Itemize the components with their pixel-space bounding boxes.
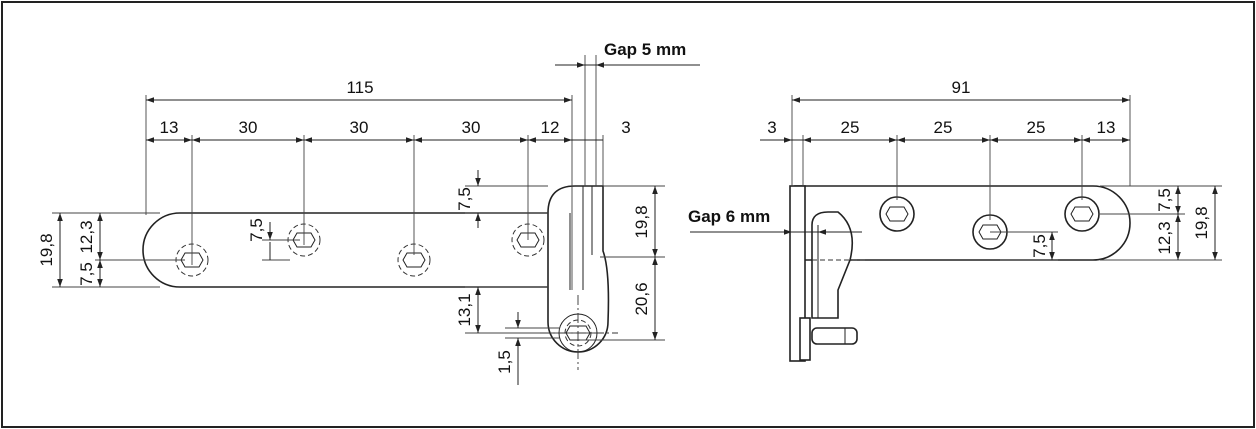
right-pin-washer — [799, 317, 811, 361]
hole-offset-extension — [262, 239, 300, 261]
left-knuckle-inner-lines — [569, 186, 593, 290]
dim-top-offset-label: 7,5 — [455, 187, 474, 211]
right-knuckle — [811, 211, 854, 319]
dim-25-a-label: 25 — [841, 118, 860, 137]
dim-right-12-3-label: 12,3 — [1155, 221, 1174, 254]
dim-right-13-label: 13 — [1097, 118, 1116, 137]
gap-6-label: Gap 6 mm — [688, 207, 770, 226]
dim-25-b-label: 25 — [934, 118, 953, 137]
dim-right-top-offset-label: 7,5 — [1155, 188, 1174, 212]
right-leaf-plate — [794, 185, 1131, 261]
dim-115-label: 115 — [346, 78, 373, 97]
dim-7-5-left-label: 7,5 — [77, 262, 96, 286]
left-knuckle — [547, 185, 610, 353]
left-side-extension-lines — [52, 212, 185, 288]
dim-12-3-left-label: 12,3 — [77, 220, 96, 253]
dim-19-8-right-label: 19,8 — [632, 205, 651, 238]
gap-5-label: Gap 5 mm — [604, 40, 686, 59]
right-hole-1 — [879, 196, 915, 232]
lower-extension-lines — [465, 286, 600, 339]
dim-30-a-label: 30 — [239, 118, 258, 137]
dim-right-hole-offset-label: 7,5 — [1030, 234, 1049, 258]
top-offset-extension — [465, 185, 548, 214]
dim-13-label: 13 — [160, 118, 179, 137]
left-hole-extension-lines — [191, 135, 529, 265]
right-pin — [811, 327, 858, 345]
dim-1-5-label: 1,5 — [495, 350, 514, 374]
left-leaf-plate — [142, 212, 581, 288]
dim-25-c-label: 25 — [1027, 118, 1046, 137]
right-hole-3 — [1064, 196, 1100, 232]
right-side-extension-lines — [1100, 185, 1222, 261]
left-edge-extension-lines — [145, 55, 604, 290]
dim-right-19-8-label: 19,8 — [1192, 206, 1211, 239]
dim-91-label: 91 — [952, 78, 971, 97]
left-pivot-centerlines — [540, 295, 618, 370]
dim-19-8-left-label: 19,8 — [37, 233, 56, 266]
dim-20-6-label: 20,6 — [632, 282, 651, 315]
dim-30-b-label: 30 — [350, 118, 369, 137]
dim-30-c-label: 30 — [462, 118, 481, 137]
right-hinge-view: 91 3 25 25 25 13 Gap 6 mm 7,5 7,5 12,3 1… — [688, 78, 1222, 362]
left-hinge-view: Gap 5 mm 115 13 30 30 30 12 3 19,8 12,3 … — [37, 40, 700, 385]
dim-12-label: 12 — [541, 118, 560, 137]
right-hole-offset-extension — [990, 231, 1058, 261]
dim-right-3-label: 3 — [767, 118, 776, 137]
dim-13-1-label: 13,1 — [455, 293, 474, 326]
dim-3-label: 3 — [621, 118, 630, 137]
dim-hole-offset-label: 7,5 — [247, 218, 266, 242]
